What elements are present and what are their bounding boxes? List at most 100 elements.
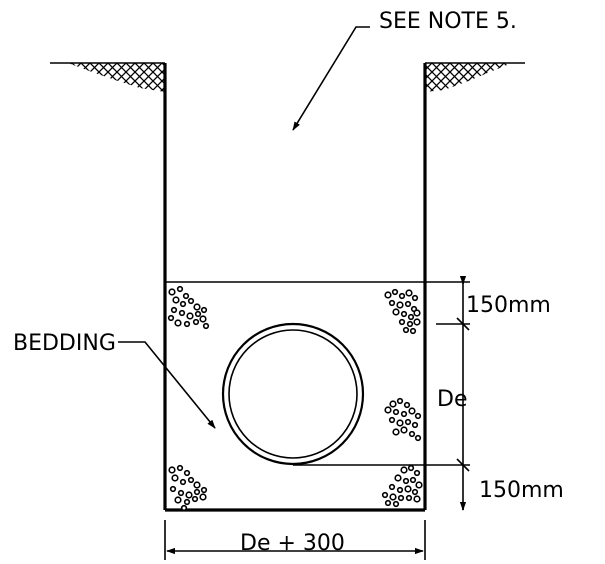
aggregate-pebble: [396, 397, 404, 405]
aggregate-pebble: [167, 314, 175, 322]
aggregate-pebble: [185, 491, 193, 499]
aggregate-pebble: [183, 498, 191, 506]
aggregate-pebble: [170, 306, 178, 314]
aggregate-pebble: [174, 319, 182, 327]
aggregate-pebble: [402, 477, 410, 485]
aggregate-pebble: [192, 318, 200, 326]
aggregate-pebble: [388, 483, 396, 491]
aggregate-pebble: [200, 306, 208, 314]
bedding-label: BEDDING: [13, 331, 116, 356]
aggregate-pebble: [398, 318, 406, 326]
aggregate-pebble: [171, 474, 179, 482]
aggregate-pebble: [174, 496, 182, 504]
aggregate-pebble: [194, 310, 202, 318]
tick-mark-crown: [456, 317, 470, 331]
aggregate-pebble: [415, 481, 423, 489]
aggregate-pebble: [411, 294, 419, 302]
aggregate-pebble: [407, 464, 415, 472]
aggregate-pebble: [172, 296, 180, 304]
aggregate-pebble: [178, 309, 186, 317]
aggregate-pebble: [400, 426, 408, 434]
aggregate-pebble: [187, 476, 195, 484]
aggregate-pebble: [183, 320, 191, 328]
aggregate-cluster-bottom-left: [168, 464, 208, 512]
aggregate-pebble: [168, 288, 176, 296]
aggregate-pebble: [414, 412, 422, 420]
pipe-outer-wall: [221, 322, 365, 466]
aggregate-pebble: [413, 318, 421, 326]
aggregate-pebble: [405, 494, 413, 502]
aggregate-pebble: [389, 493, 397, 501]
aggregate-pebble: [406, 320, 414, 328]
dim-label-bottom-150mm: 150mm: [479, 478, 564, 503]
leader-note: [292, 26, 370, 131]
aggregate-pebble: [200, 486, 208, 494]
aggregate-pebble: [400, 310, 408, 318]
aggregate-cluster-bottom-right: [381, 464, 423, 508]
aggregate-pebble: [389, 400, 397, 408]
aggregate-pebble: [413, 469, 421, 477]
aggregate-pebble: [384, 406, 392, 414]
note-label: SEE NOTE 5.: [379, 9, 517, 34]
aggregate-pebble: [186, 312, 194, 320]
aggregate-pebble: [168, 466, 176, 474]
aggregate-pebble: [405, 289, 413, 297]
aggregate-pebble: [411, 488, 419, 496]
dim-label-width: De + 300: [240, 531, 345, 556]
aggregate-pebble: [408, 430, 416, 438]
aggregate-pebble: [193, 481, 201, 489]
leader-bedding: [118, 341, 216, 429]
aggregate-pebble: [179, 478, 187, 486]
aggregate-pebble: [403, 401, 411, 409]
aggregate-pebble: [394, 474, 402, 482]
aggregate-pebble: [404, 418, 412, 426]
aggregate-pebble: [409, 327, 417, 335]
aggregate-pebble: [392, 408, 400, 416]
aggregate-pebble: [193, 303, 201, 311]
aggregate-cluster-top-right: [384, 288, 421, 335]
aggregate-pebble: [413, 495, 421, 503]
aggregate-pebble: [381, 491, 389, 499]
aggregate-pebble: [388, 299, 396, 307]
dim-label-pipe-De: De: [437, 387, 467, 412]
aggregate-pebble: [408, 407, 416, 415]
pipe-inner-wall: [228, 329, 358, 459]
aggregate-pebble: [191, 495, 199, 503]
soil-hatch-left: [68, 63, 165, 92]
aggregate-pebble: [411, 421, 419, 429]
aggregate-pebble: [392, 428, 400, 436]
aggregate-pebble: [193, 488, 201, 496]
aggregate-pebble: [177, 489, 185, 497]
aggregate-pebble: [396, 486, 404, 494]
aggregate-pebble: [391, 288, 399, 296]
aggregate-pebble: [400, 466, 408, 474]
aggregate-pebble: [388, 416, 396, 424]
aggregate-pebble: [404, 485, 412, 493]
aggregate-pebble: [414, 434, 422, 442]
aggregate-pebble: [179, 300, 187, 308]
aggregate-pebble: [400, 410, 408, 418]
aggregate-pebble: [199, 493, 207, 501]
aggregate-pebble: [404, 300, 412, 308]
aggregate-pebble: [407, 313, 415, 321]
aggregate-pebble: [202, 322, 210, 330]
aggregate-pebble: [199, 315, 207, 323]
aggregate-cluster-mid-right: [384, 397, 422, 442]
aggregate-pebble: [180, 504, 188, 512]
aggregate-pebble: [398, 292, 406, 300]
aggregate-pebble: [176, 285, 184, 293]
aggregate-cluster-top-left: [167, 285, 210, 330]
tick-mark-invert: [456, 458, 470, 472]
aggregate-pebble: [183, 469, 191, 477]
aggregate-pebble: [413, 309, 421, 317]
dim-label-top-150mm: 150mm: [466, 293, 551, 318]
aggregate-pebble: [402, 326, 410, 334]
aggregate-pebble: [384, 499, 392, 507]
aggregate-pebble: [392, 308, 400, 316]
aggregate-pebble: [182, 292, 190, 300]
aggregate-pebble: [384, 291, 392, 299]
aggregate-pebble: [396, 301, 404, 309]
aggregate-pebble: [392, 500, 400, 508]
